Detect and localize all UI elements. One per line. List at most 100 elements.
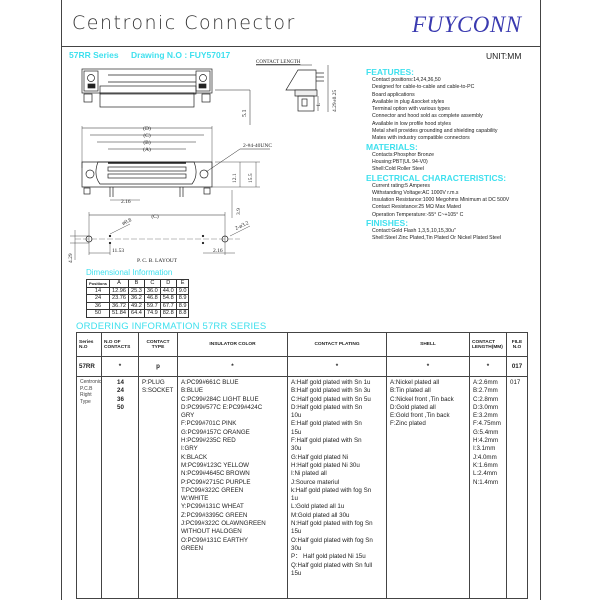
electrical-item: Insulation Resistance:1000 Megohms Minim… (372, 197, 510, 204)
feature-item: Available in low profile hood styles (372, 120, 451, 127)
cell: 24 (85, 294, 111, 303)
code-contacts: * (101, 356, 139, 377)
dim-l: L (317, 103, 322, 106)
shell-option: B:Tin plated all (390, 387, 431, 395)
plating-option: 1u (291, 495, 298, 503)
pcb-layout (70, 212, 251, 260)
cell: 12.96 (109, 286, 130, 295)
length-option: A:2.6mm (473, 379, 498, 386)
dim-side-height: 4.29±0.25 (332, 89, 338, 112)
plating-option: 15u (291, 528, 302, 536)
plating-option: 30u (291, 544, 302, 552)
table-header-row: Series N.O N.O OF CONTACTS CONTACT TYPE … (76, 332, 528, 357)
page-frame (61, 0, 541, 600)
plating-option: L:Gold plated all 1u (291, 503, 345, 511)
col-header-file-no: FILE N.O (506, 332, 528, 357)
insulator-color: F:PC99#701C PINK (181, 420, 237, 428)
plating-option: 10u (291, 412, 302, 420)
col-header-series: Series N.O (76, 332, 102, 357)
insulator-color: D:PC99#577C E:PC99#424C (181, 403, 263, 411)
plating-option: 15u (291, 428, 302, 436)
length-option: E:3.2mm (473, 412, 498, 420)
dim-3-9: 3.9 (236, 208, 242, 215)
col-header-contacts: N.O OF CONTACTS (101, 332, 139, 357)
series-line: 57RR Series Drawing N.O : FUY57017 (69, 50, 240, 60)
length-option: H:4.2mm (473, 437, 499, 445)
insulator-color: WITHOUT HALOGEN (181, 528, 242, 536)
insulator-color-options: A:PC99#661C BLUE B:BLUE C:PC99#284C LIGH… (177, 376, 288, 599)
electrical-item: Withstanding Voltage:AC 1000V r.m.s (372, 189, 459, 196)
length-option: L:2.4mm (473, 470, 498, 478)
specs-panel: FEATURES: Contact positions:14,24,36,50 … (366, 68, 542, 243)
contact-length-options: A:2.6mm B:2.7mm C:2.8mm D:3.0mm E:3.2mm … (469, 376, 507, 599)
table-header-row: Positions A B C D E (85, 279, 190, 288)
cell: 64.4 (128, 309, 145, 318)
materials-list: Contacts:Phosphor Bronze Housing:PBT(UL … (372, 152, 542, 174)
shell-option: D:Gold plated all (390, 403, 436, 411)
options-row: Centronic P.C.B Right Type 14 24 36 50 P… (76, 376, 528, 599)
electrical-item: Operation Temperature:-55° C~+105° C (372, 211, 464, 218)
dim-11-53: 11.53 (112, 248, 124, 254)
cell: 36.72 (109, 301, 130, 310)
insulator-color: T:PC99#322C GREEN (181, 486, 244, 494)
plating-option: 30u (291, 445, 302, 453)
shell-option: C:Nickel front ,Tin back (390, 395, 454, 403)
length-option: G:5.4mm (473, 428, 499, 436)
insulator-color: GRY (181, 412, 195, 420)
series-desc-line: Type (80, 398, 91, 405)
dim-hole-0-8: ø0.8 (121, 217, 132, 227)
shell-option: E:Gold front ,Tin back (390, 412, 450, 420)
cell: 8.9 (175, 301, 190, 310)
contact-length-label: CONTACT LENGTH (256, 60, 301, 65)
electrical-heading: ELECTRICAL CHARACTERISTICS: (366, 172, 507, 183)
feature-item: Board applications (372, 91, 415, 98)
code-file-no: 017 (506, 356, 528, 377)
material-item: Contacts:Phosphor Bronze (372, 151, 434, 158)
contact-count: 36 (117, 395, 124, 403)
col-header: C (143, 279, 161, 288)
features-list: Contact positions:14,24,36,50 Designed f… (372, 77, 542, 143)
electrical-item: Current rating:5 Amperes (372, 182, 430, 189)
col-header: Positions (85, 279, 111, 288)
dim-a: (A) (143, 146, 151, 153)
code-insulator: * (177, 356, 288, 377)
dimensional-heading: Dimensional Information (86, 268, 173, 277)
cell: 36.2 (128, 294, 145, 303)
dim-12-1: 12.1 (232, 173, 238, 183)
feature-item: Contact positions:14,24,36,50 (372, 77, 441, 83)
feature-item: Metal shell provides grounding and shiel… (372, 128, 498, 135)
insulator-color: O:PC99#131C EARTHY (181, 536, 248, 544)
length-option: J:4.0mm (473, 453, 497, 461)
dim-d: (D) (143, 125, 151, 132)
plating-option: F:Half gold plated with Sn (291, 437, 362, 445)
code-series: 57RR (76, 356, 102, 377)
col-header: A (109, 279, 130, 288)
cell: 82.8 (159, 309, 177, 318)
feature-item: Designed for cable-to-cable and cable-to… (372, 84, 475, 91)
insulator-color: J:PC99#322C OLAWNGREEN (181, 520, 266, 528)
material-item: Housing:PBT(UL 94-V0) (372, 158, 428, 165)
cell: 8.8 (175, 309, 190, 318)
plating-option: 15u (291, 569, 302, 577)
col-header: E (175, 279, 190, 288)
electrical-list: Current rating:5 Amperes Withstanding Vo… (372, 183, 542, 219)
cell: 54.8 (159, 294, 177, 303)
cell: 8.9 (175, 294, 190, 303)
finish-item: Contact:Gold Flash 1,3,5,10,15,30u" (372, 228, 456, 235)
dim-4-29: 4.29 (68, 253, 74, 263)
length-option: C:2.8mm (473, 395, 499, 403)
feature-item: Available in plug &socket styles (372, 98, 445, 105)
insulator-color: GREEN (181, 544, 204, 552)
code-shell: * (386, 356, 470, 377)
material-item: Shell:Cold Roller Steel (372, 166, 424, 173)
cell: 23.76 (109, 294, 130, 303)
cell: 36 (85, 301, 111, 310)
side-view: CONTACT LENGTH L 4.29±0.25 (256, 60, 338, 112)
plating-option: O:Half gold plated with fog Sn (291, 536, 373, 544)
length-option: D:3.0mm (473, 403, 499, 411)
contact-count-options: 14 24 36 50 (101, 376, 139, 599)
length-option: F:4.75mm (473, 420, 501, 428)
table-row: 14 12.96 25.3 36.0 44.0 9.0 (85, 286, 190, 295)
dim-screw: 2-#4-40UNC (243, 143, 272, 149)
